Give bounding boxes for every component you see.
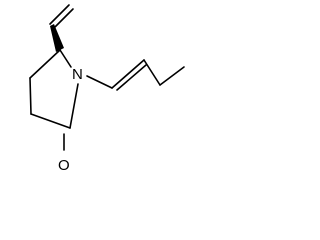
bond-ring-c4-c3 bbox=[29, 77, 32, 115]
chemical-structure: N O bbox=[29, 4, 185, 174]
bond-lines bbox=[29, 4, 185, 151]
bond-chain-ethyl-2 bbox=[159, 66, 185, 86]
oxygen-atom-label: O bbox=[58, 157, 70, 174]
stereo-wedge-bond bbox=[50, 24, 64, 52]
bond-ring-c2-n bbox=[69, 83, 79, 129]
bond-vinyl-terminal-double-1 bbox=[49, 4, 70, 25]
bond-ring-n-c5 bbox=[59, 49, 72, 68]
bond-vinyl-terminal-double-2 bbox=[53, 8, 74, 29]
nitrogen-atom-label: N bbox=[72, 66, 83, 83]
bond-ring-c5-c4 bbox=[29, 49, 61, 79]
bond-chain-double-1 bbox=[111, 59, 145, 89]
bond-chain-double-2 bbox=[116, 64, 147, 91]
bond-ring-c3-c2 bbox=[30, 113, 71, 129]
bond-chain-ethyl-1 bbox=[143, 59, 161, 86]
bond-n-to-chain bbox=[86, 75, 113, 89]
